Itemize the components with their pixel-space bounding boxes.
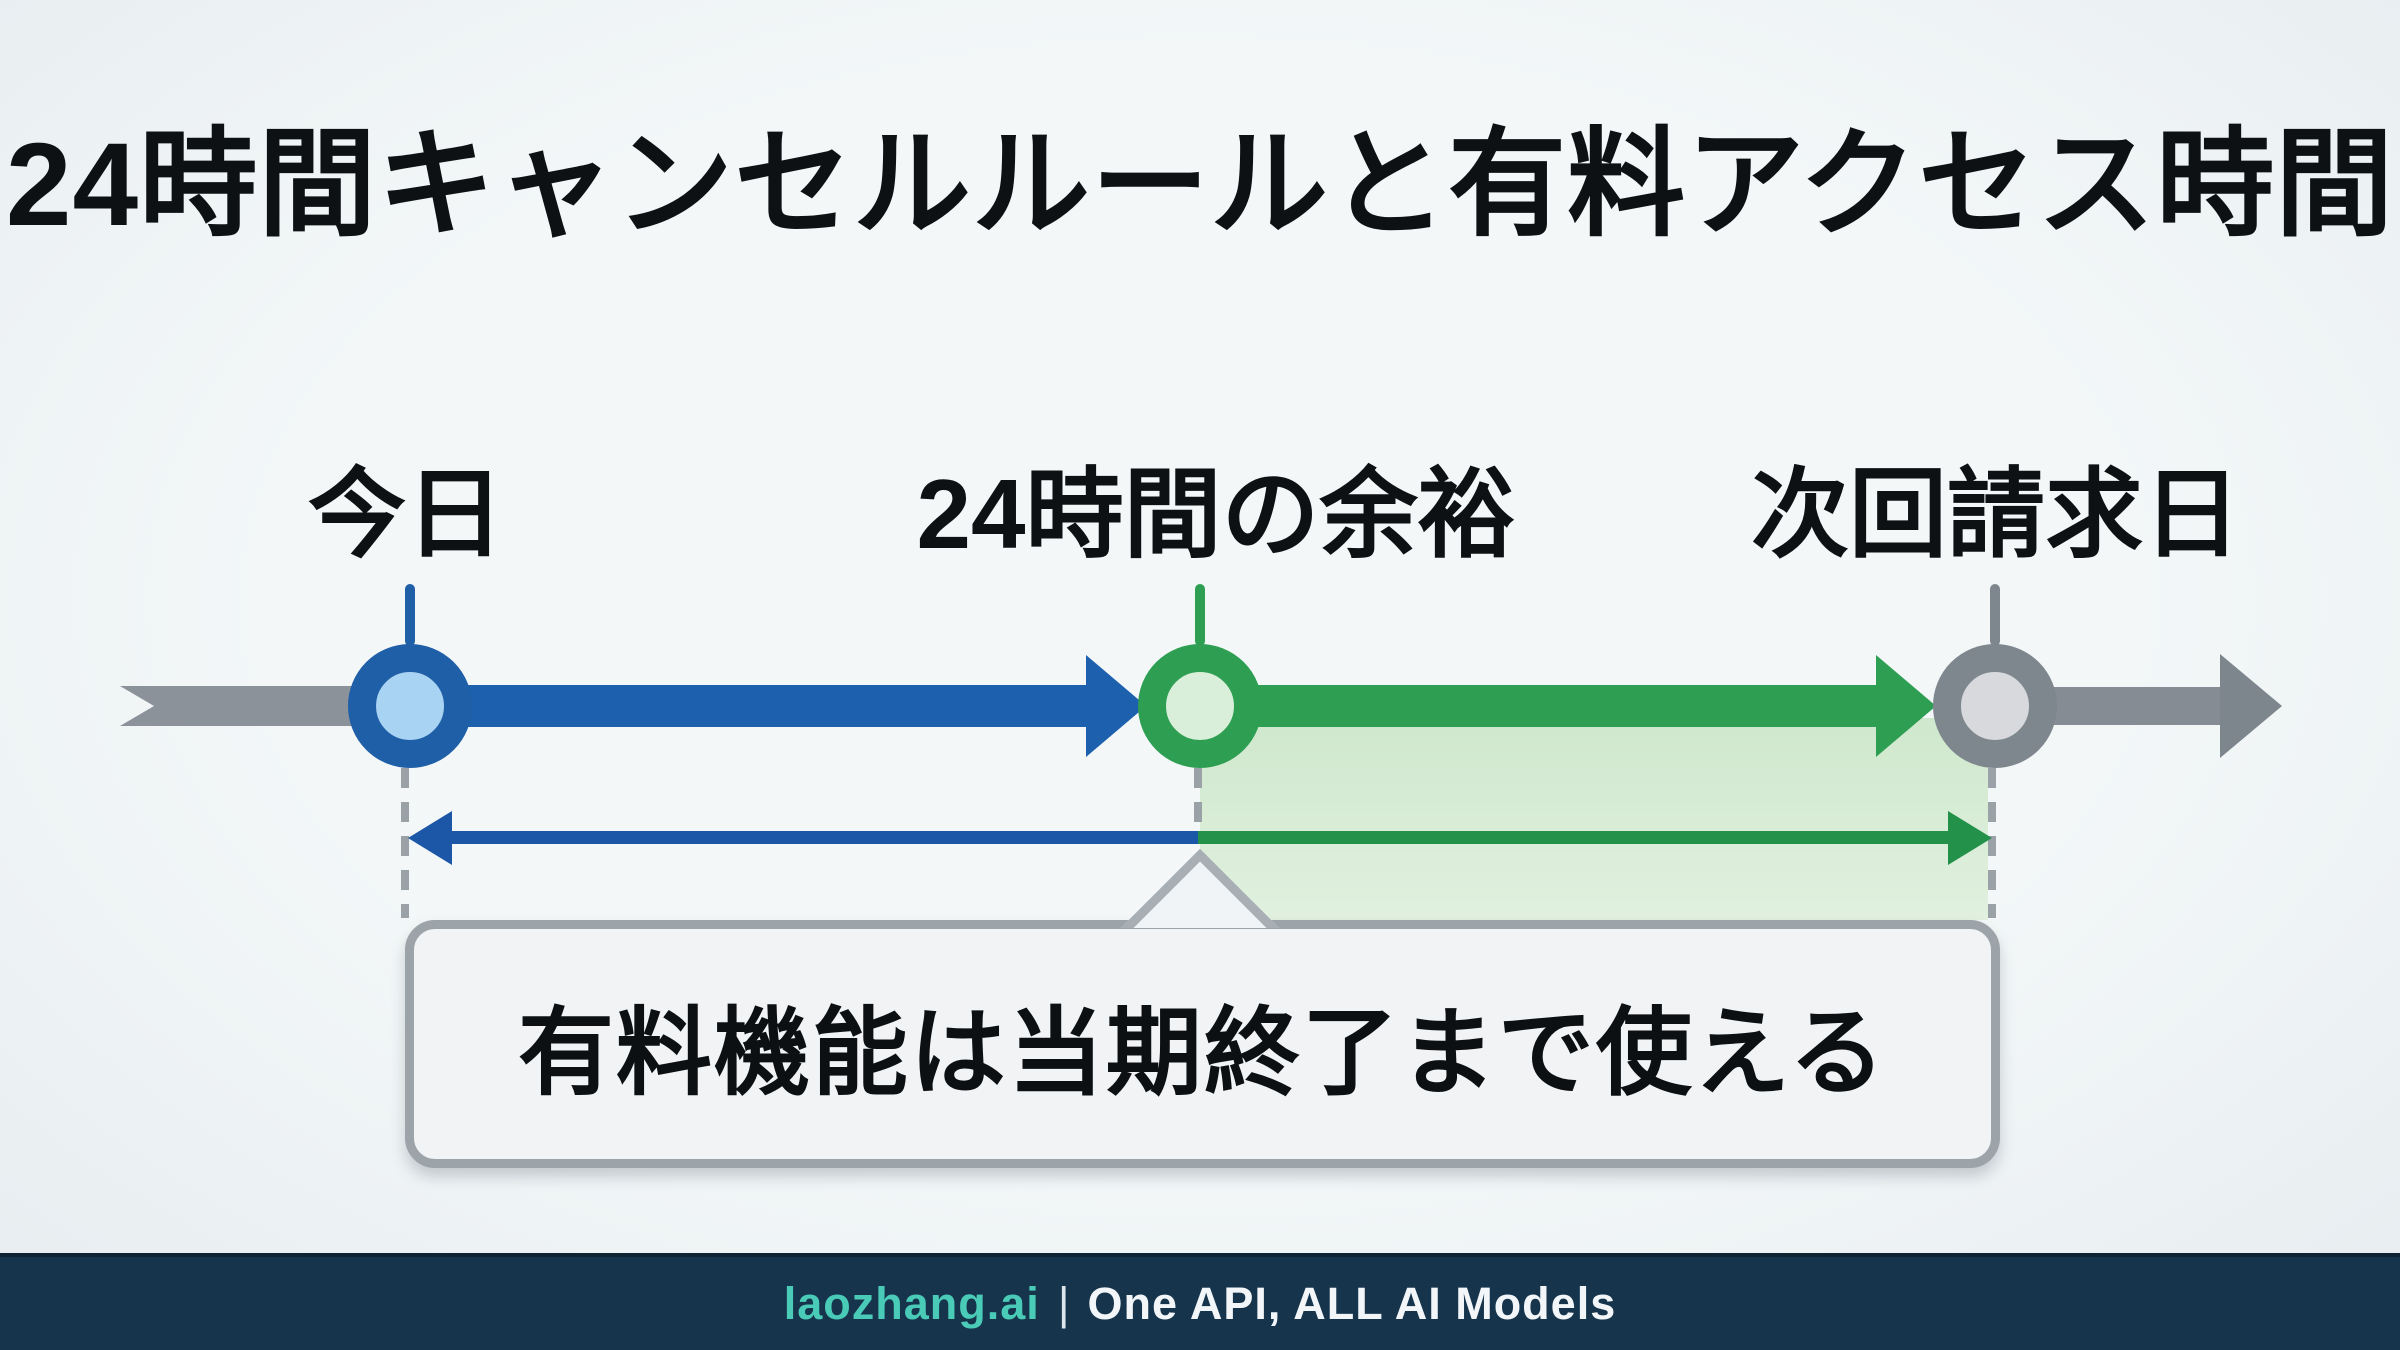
segment-grace-to-billing [1200,685,1876,727]
node-grace-period [1138,644,1262,768]
dropline-next-billing [1988,768,1996,918]
measure-bar-blue [448,831,1198,844]
dropline-grace-period [1194,768,1202,844]
label-grace-period: 24時間の余裕 [916,459,1516,569]
callout-pointer-diamond [1120,848,1280,928]
measure-bar-green [1198,831,1950,844]
footer-brand: laozhang.ai [783,1277,1040,1329]
arrowhead-blue-icon [1086,655,1146,757]
paid-access-shaded-region [1200,718,1988,920]
dropline-today [401,768,409,918]
segment-today-to-grace [410,685,1086,727]
footer-bar: laozhang.ai | One API, ALL AI Models [0,1253,2400,1350]
arrowhead-green-icon [1876,655,1936,757]
page-title: 24時間キャンセルルールと有料アクセス時間 [5,119,2395,251]
node-next-billing [1933,644,2057,768]
stem-next-billing [1990,584,2000,646]
measure-arrowhead-left-icon [408,811,452,865]
measure-arrowhead-right-icon [1948,811,1992,865]
callout-pointer [1118,838,1282,928]
arrowhead-gray-icon [2220,654,2282,758]
callout-text: 有料機能は当期終了まで使える [517,999,1888,1107]
label-today: 今日 [307,459,505,569]
footer-separator: | [1057,1277,1070,1329]
callout-box: 有料機能は当期終了まで使える [405,920,2000,1168]
footer-tagline: One API, ALL AI Models [1087,1277,1617,1329]
label-next-billing: 次回請求日 [1750,459,2242,569]
node-today [348,644,472,768]
stem-today [405,584,415,646]
stem-grace-period [1195,584,1205,646]
